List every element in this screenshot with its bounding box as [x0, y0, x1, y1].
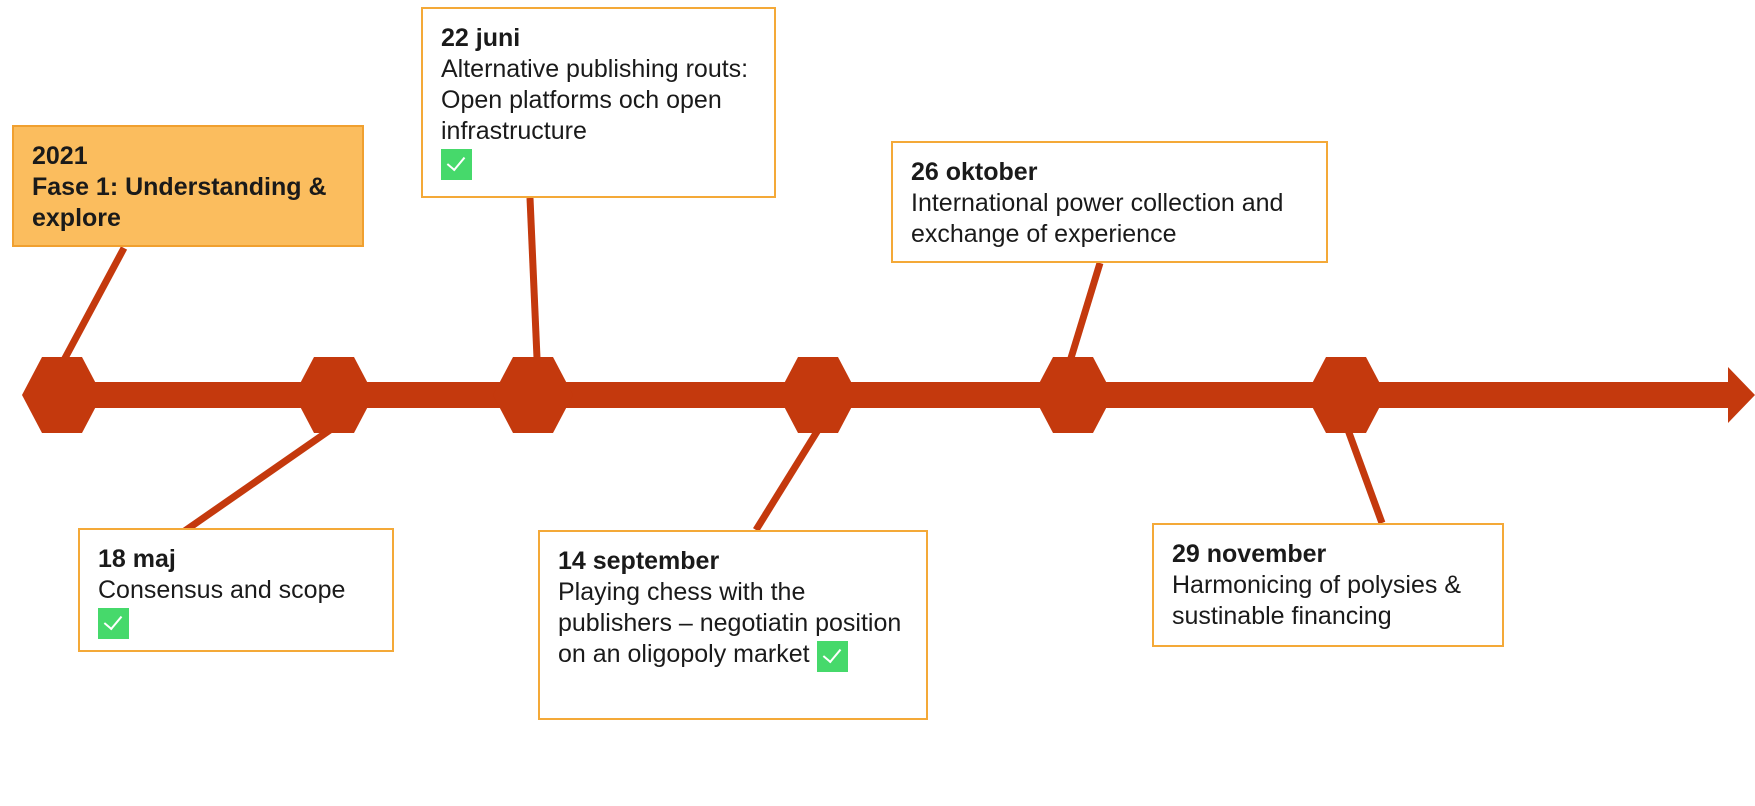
connector-14-september [753, 428, 821, 532]
milestone-text: Harmonicing of polysies & sustinable fin… [1172, 571, 1462, 630]
phase-title: Fase 1: Understanding & explore [32, 173, 327, 232]
timeline-arrowhead [1728, 367, 1755, 423]
milestone-date: 22 juni [441, 24, 521, 52]
connector-22-juni [526, 197, 541, 359]
milestone-text: Consensus and scope [98, 576, 346, 604]
milestone-date: 14 september [558, 547, 720, 575]
milestone-text: Playing chess with the publishers – nego… [558, 578, 902, 669]
connector-26-oktober [1067, 261, 1104, 360]
timeline-node-29-november [1306, 357, 1386, 433]
milestone-text: Alternative publishing routs: Open platf… [441, 55, 749, 145]
check-icon [98, 608, 129, 639]
milestone-box-14-september: 14 september Playing chess with the publ… [538, 530, 928, 720]
timeline-node-22-juni [493, 357, 573, 433]
phase-year: 2021 [32, 142, 88, 170]
check-icon [441, 149, 472, 180]
milestone-box-18-maj: 18 maj Consensus and scope [78, 528, 394, 652]
milestone-box-22-juni: 22 juni Alternative publishing routs: Op… [421, 7, 776, 198]
phase-box: 2021 Fase 1: Understanding & explore [12, 125, 364, 247]
milestone-text: International power collection and excha… [911, 189, 1284, 248]
connector-29-november [1344, 428, 1386, 525]
timeline-node-start [22, 357, 102, 433]
connector-phase [60, 246, 128, 362]
milestone-box-26-oktober: 26 oktober International power collectio… [891, 141, 1328, 263]
milestone-date: 26 oktober [911, 158, 1038, 186]
connector-18-maj [174, 427, 332, 540]
timeline-node-18-maj [294, 357, 374, 433]
timeline-node-26-oktober [1033, 357, 1113, 433]
milestone-date: 18 maj [98, 545, 176, 573]
timeline-node-14-september [778, 357, 858, 433]
milestone-box-29-november: 29 november Harmonicing of polysies & su… [1152, 523, 1504, 647]
milestone-date: 29 november [1172, 540, 1327, 568]
check-icon [816, 641, 848, 672]
